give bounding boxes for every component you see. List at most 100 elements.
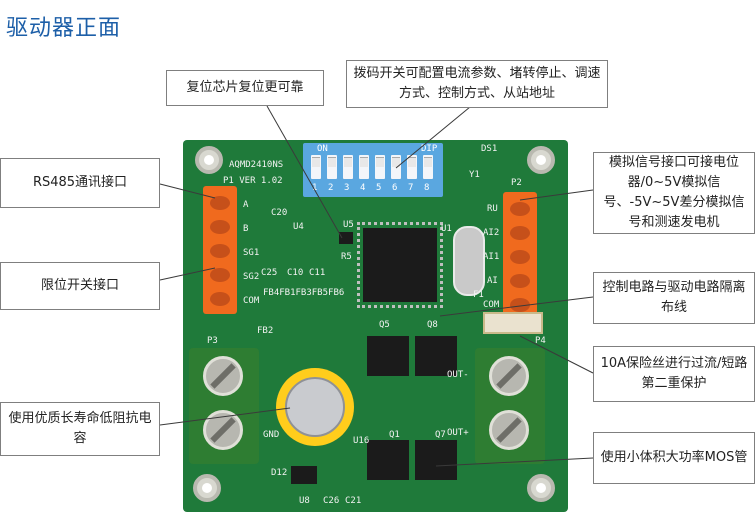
screw-terminal	[489, 410, 529, 450]
q7-label: Q7	[435, 430, 446, 440]
dip-switch-3	[343, 155, 353, 179]
electrolytic-capacitor	[276, 368, 354, 446]
screw-terminal	[203, 410, 243, 450]
fuse	[483, 312, 543, 334]
u4-label: U4	[293, 222, 304, 232]
dip-switch-1	[311, 155, 321, 179]
p4-label: P4	[535, 336, 546, 346]
y1-label: Y1	[469, 170, 480, 180]
q1-label: Q1	[389, 430, 400, 440]
dip-number: 8	[424, 183, 430, 193]
dip-number: 2	[328, 183, 334, 193]
left-pin-label: SG1	[243, 248, 260, 258]
dip-switch-5	[375, 155, 385, 179]
mounting-hole-bottom-left	[193, 474, 221, 502]
terminal-pin	[210, 268, 230, 282]
page-title: 驱动器正面	[6, 16, 122, 41]
p2-label: P2	[511, 178, 522, 188]
mosfet-q7	[415, 440, 457, 480]
dip-number: 4	[360, 183, 366, 193]
left-pin-label: SG2	[243, 272, 260, 282]
dip-number: 3	[344, 183, 350, 193]
u5-label: U5	[343, 220, 354, 230]
dip-switch-2	[327, 155, 337, 179]
callout-fuse: 10A保险丝进行过流/短路第二重保护	[593, 346, 755, 402]
regulator-chip	[291, 466, 317, 484]
callout-dip-switch: 拨码开关可配置电流参数、堵转停止、调速方式、控制方式、从站地址	[346, 60, 608, 108]
callout-rs485: RS485通讯接口	[0, 158, 160, 208]
driver-board: AQMD2410NS P1 VER 1.02 ON DIP 1 2 3 4 5 …	[183, 140, 568, 512]
callout-limit-switch: 限位开关接口	[0, 262, 160, 310]
c11-label: C11	[309, 268, 326, 278]
u8-label: U8	[299, 496, 310, 506]
board-model-label: AQMD2410NS	[229, 160, 284, 170]
q8-label: Q8	[427, 320, 438, 330]
dip-number: 5	[376, 183, 382, 193]
right-pin-label: AI2	[483, 228, 500, 238]
screw-terminal	[489, 356, 529, 396]
d12-label: D12	[271, 468, 288, 478]
out-minus-label: OUT-	[447, 370, 469, 380]
mosfet-q5	[367, 336, 409, 376]
dip-switch-8	[423, 155, 433, 179]
terminal-pin	[510, 226, 530, 240]
ds1-label: DS1	[481, 144, 498, 154]
right-pin-label: AI1	[483, 252, 500, 262]
dip-switch: ON DIP 1 2 3 4 5 6 7 8	[303, 143, 443, 197]
terminal-pin	[210, 220, 230, 234]
terminal-pin	[210, 196, 230, 210]
callout-reset-chip: 复位芯片复位更可靠	[166, 70, 324, 106]
terminal-pin	[210, 244, 230, 258]
dip-switch-7	[407, 155, 417, 179]
dip-switch-4	[359, 155, 369, 179]
screw-terminal	[203, 356, 243, 396]
mcu-chip	[357, 222, 443, 308]
crystal-oscillator	[453, 226, 485, 296]
c20-label: C20	[271, 208, 288, 218]
capacitor-top	[285, 377, 345, 437]
terminal-pin	[210, 292, 230, 306]
u16-label: U16	[353, 436, 370, 446]
mounting-hole-top-right	[527, 146, 555, 174]
board-version-label: P1 VER 1.02	[223, 176, 283, 186]
c10-label: C10	[287, 268, 304, 278]
dip-switch-6	[391, 155, 401, 179]
terminal-pin	[510, 250, 530, 264]
right-pin-label: COM	[483, 300, 500, 310]
left-power-terminal	[189, 348, 259, 464]
right-power-terminal	[475, 348, 545, 464]
c25-label: C25	[261, 268, 278, 278]
callout-mosfet: 使用小体积大功率MOS管	[593, 432, 755, 484]
terminal-pin	[510, 298, 530, 312]
right-pin-label: RU	[487, 204, 498, 214]
terminal-pin	[510, 274, 530, 288]
mosfet-q1	[367, 440, 409, 480]
terminal-pin	[510, 202, 530, 216]
u1-label: U1	[441, 224, 452, 234]
q5-label: Q5	[379, 320, 390, 330]
fb2-label: FB2	[257, 326, 274, 336]
gnd-label: GND	[263, 430, 280, 440]
c26-label: C26	[323, 496, 340, 506]
left-pin-label: COM	[243, 296, 260, 306]
mounting-hole-top-left	[195, 146, 223, 174]
reset-chip	[339, 232, 353, 244]
left-pin-label: A	[243, 200, 249, 210]
dip-number: 6	[392, 183, 398, 193]
callout-capacitor: 使用优质长寿命低阻抗电容	[0, 402, 160, 456]
callout-analog-input: 模拟信号接口可接电位器/0~5V模拟信号、-5V~5V差分模拟信号和测速发电机	[593, 152, 755, 234]
right-pin-label: AI	[487, 276, 498, 286]
left-pin-label: B	[243, 224, 249, 234]
out-plus-label: OUT+	[447, 428, 469, 438]
dip-number: 1	[312, 183, 318, 193]
mosfet-q8	[415, 336, 457, 376]
mounting-hole-bottom-right	[527, 474, 555, 502]
callout-isolation: 控制电路与驱动电路隔离布线	[593, 272, 755, 324]
dip-label: DIP	[421, 144, 438, 154]
r5-label: R5	[341, 252, 352, 262]
dip-number: 7	[408, 183, 414, 193]
right-terminal-block	[503, 192, 537, 320]
p3-label: P3	[207, 336, 218, 346]
f1-label: F1	[473, 290, 484, 300]
c21-label: C21	[345, 496, 362, 506]
